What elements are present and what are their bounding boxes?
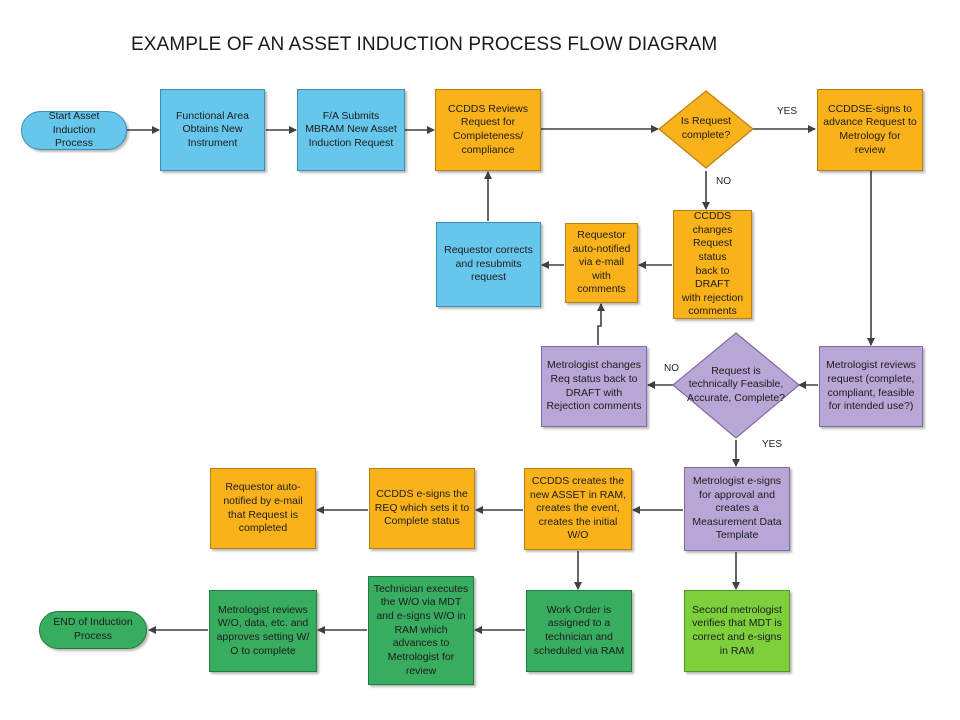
end-node: END of Induction Process [39,611,147,649]
requestor-corrects-box: Requestor corrects and resubmits request [436,222,541,307]
metrologist-reviews-wo-box: Metrologist reviews W/O, data, etc. and … [209,590,317,672]
requestor-notified-complete-box: Requestor auto- notified by e-mail that … [210,468,316,549]
requestor-autonotified-box: Requestor auto-notified via e-mail with … [565,223,638,303]
fa-submits-box: F/A Submits MBRAM New Asset Induction Re… [297,89,405,171]
metrologist-esigns-box: Metrologist e-signs for approval and cre… [684,467,790,551]
is-complete-text: Is Request complete? [680,115,732,141]
label-feasible-yes: YES [762,439,783,450]
work-order-box: Work Order is assigned to a technician a… [526,590,632,672]
ccdds-creates-box: CCDDS creates the new ASSET in RAM, crea… [524,468,632,550]
label-complete-yes: YES [777,106,798,117]
ccdds-reviews-box: CCDDS Reviews Request for Completeness/ … [435,89,541,171]
label-complete-no: NO [716,176,731,187]
start-node: Start Asset Induction Process [21,110,127,150]
decision-diamond-is-complete [658,90,754,169]
functional-area-box: Functional Area Obtains New Instrument [160,89,265,171]
ccddse-signs-box: CCDDSE-signs to advance Request to Metro… [817,89,923,171]
technician-executes-box: Technician executes the W/O via MDT and … [368,576,474,685]
ccdds-esigns-req-box: CCDDS e-signs the REQ which sets it to C… [369,468,475,549]
is-feasible-text: Request is technically Feasible, Accurat… [686,364,786,404]
diagram-title: EXAMPLE OF AN ASSET INDUCTION PROCESS FL… [131,34,718,55]
metrologist-reviews-request-box: Metrologist reviews request (complete, c… [819,346,923,427]
label-feasible-no: NO [664,363,679,374]
edge-metrologist-changes-to-requestor-notified [597,303,605,345]
metrologist-changes-box: Metrologist changes Req status back to D… [541,346,647,427]
decision-diamond-is-feasible [672,332,800,439]
second-metrologist-box: Second metrologist verifies that MDT is … [684,590,790,672]
ccdds-changes-box: CCDDS changes Request status back to DRA… [673,210,752,319]
